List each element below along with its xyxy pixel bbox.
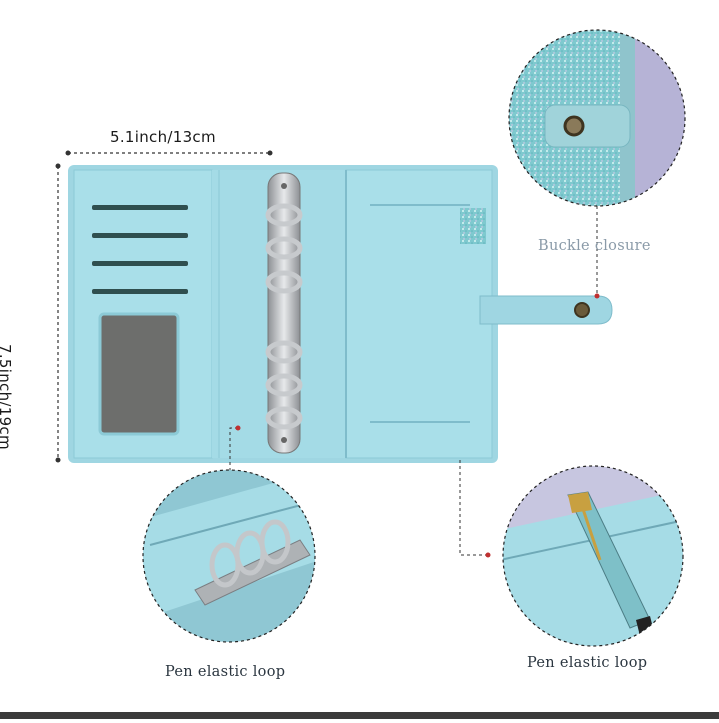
- binder-body: [68, 165, 613, 463]
- pen-loop-caption-left: Pen elastic loop: [165, 664, 286, 680]
- id-window: [98, 312, 180, 436]
- pen-loop-caption-right: Pen elastic loop: [527, 655, 648, 671]
- ring-binder-icon: [265, 172, 303, 454]
- zoom-pen: [502, 465, 684, 647]
- height-label: 7.5inch/19cm: [0, 344, 14, 450]
- bottom-edge: [0, 712, 719, 719]
- width-label: 5.1inch/13cm: [110, 128, 216, 146]
- height-dimension-line: [55, 163, 61, 463]
- snap-button-icon: [574, 302, 590, 318]
- width-dimension-line: [65, 150, 273, 156]
- card-slots: [92, 205, 188, 294]
- zoom-buckle: [508, 29, 686, 207]
- buckle-caption: Buckle closure: [538, 238, 651, 254]
- zoom-rings: [142, 469, 316, 643]
